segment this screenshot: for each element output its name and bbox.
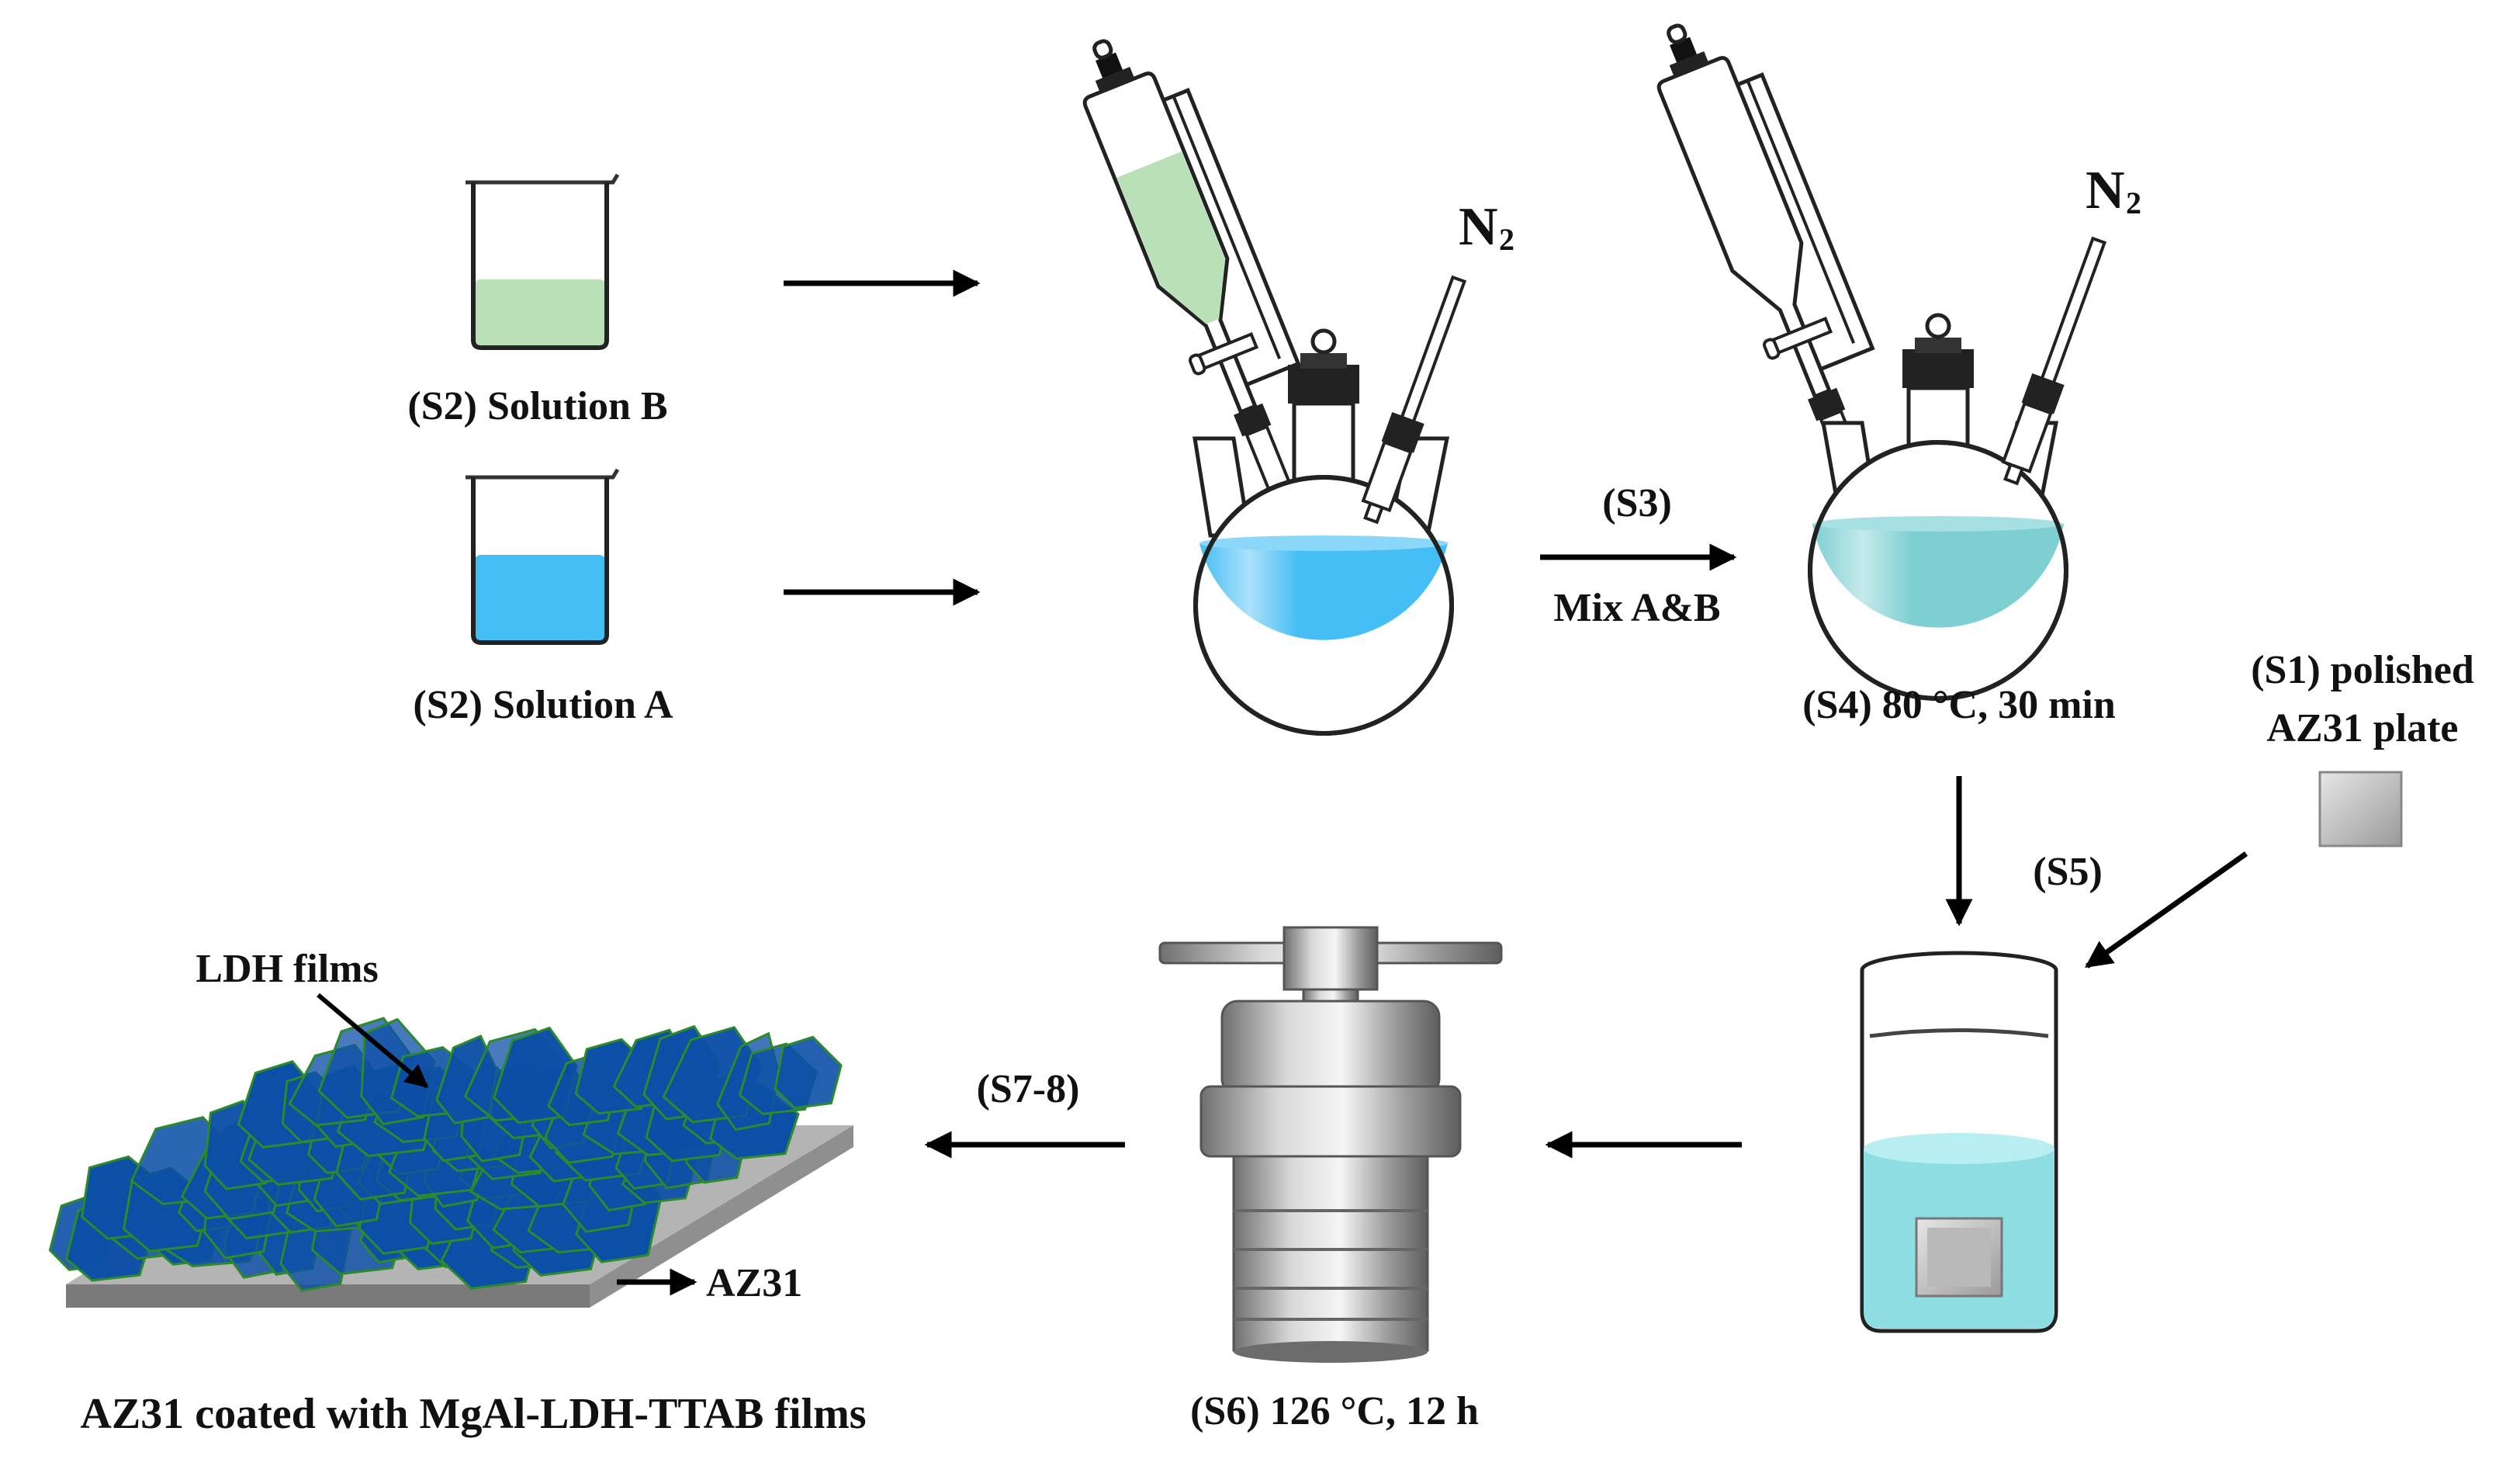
label-s5: (S5) [2033,850,2103,894]
label-ldh-films: LDH films [196,947,378,991]
arrow-ldh-films [317,993,429,1089]
svg-text:2: 2 [2126,185,2141,220]
svg-text:N: N [1459,197,1498,257]
svg-text:N: N [2086,161,2125,220]
label-s6: (S6) 126 °C, 12 h [1190,1389,1479,1433]
label-s3: (S3) [1602,481,1672,525]
label-solution-b: (S2) Solution B [407,384,667,428]
arrow-plate-to-vial [2085,851,2248,969]
label-solution-a: (S2) Solution A [413,683,673,727]
beaker-solution-b [466,173,620,350]
label-s4: (S4) 80 °C, 30 min [1802,683,2116,727]
label-s1-line1: (S1) polished [2251,648,2474,692]
beaker-solution-a [466,468,620,645]
az31-plate [2318,771,2403,847]
three-neck-flask-1 [1082,39,1467,736]
coated-substrate [48,1017,853,1308]
label-final-product: AZ31 coated with MgAl-LDH-TTAB films [80,1390,866,1438]
label-n2-flask-2: N 2 [2086,161,2141,220]
label-s7-8: (S7-8) [977,1067,1080,1111]
label-n2-flask-1: N 2 [1459,197,1514,257]
ldh-flakes [48,1017,843,1292]
reaction-vial [1860,951,2058,1333]
three-neck-flask-2 [1656,23,2107,701]
svg-text:2: 2 [1499,222,1514,257]
label-az31: AZ31 [706,1261,802,1305]
label-mix: Mix A&B [1553,586,1720,630]
label-s1-line2: AZ31 plate [2267,706,2459,750]
ldh-flake [774,1035,843,1110]
autoclave [1158,926,1503,1363]
